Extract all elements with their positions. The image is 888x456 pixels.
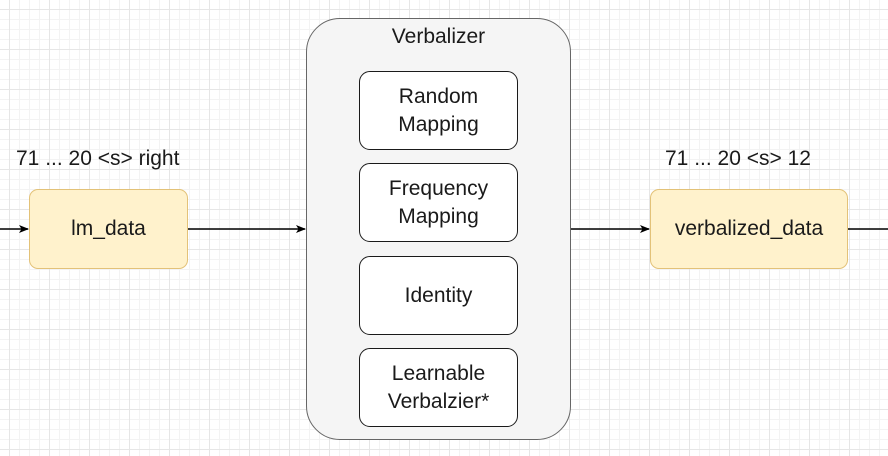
verbalizer-title: Verbalizer <box>391 25 486 48</box>
option-label: Frequency Mapping <box>388 176 489 228</box>
output-sequence-label: 71 ... 20 <s> 12 <box>665 147 811 170</box>
option-label: Random Mapping <box>398 84 479 136</box>
verbalized-data-node[interactable]: verbalized_data <box>650 189 848 269</box>
verbalizer-option-learnable-verbalizer[interactable]: Learnable Verbalzier* <box>359 348 518 427</box>
verbalizer-option-identity[interactable]: Identity <box>359 256 518 335</box>
lm-data-label: lm_data <box>71 217 146 240</box>
verbalizer-option-frequency-mapping[interactable]: Frequency Mapping <box>359 163 518 242</box>
input-sequence-label: 71 ... 20 <s> right <box>16 147 180 170</box>
option-label: Learnable Verbalzier* <box>387 361 490 413</box>
verbalizer-container[interactable]: Verbalizer Random Mapping Frequency Mapp… <box>306 18 571 440</box>
verbalizer-option-random-mapping[interactable]: Random Mapping <box>359 71 518 150</box>
lm-data-node[interactable]: lm_data <box>29 189 188 269</box>
option-label: Identity <box>404 283 473 307</box>
verbalized-data-label: verbalized_data <box>674 217 824 240</box>
